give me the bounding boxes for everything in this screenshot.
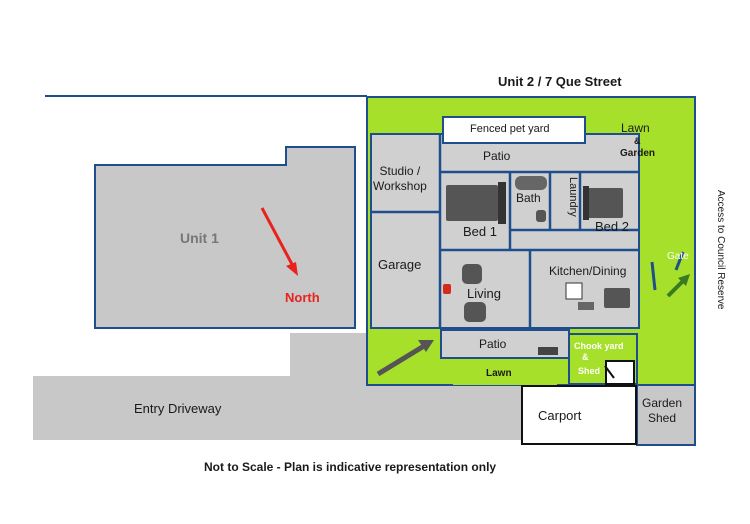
entry-driveway-label: Entry Driveway <box>134 401 222 416</box>
bed-1-label: Bed 1 <box>463 224 497 239</box>
lawn-small-label: Lawn <box>486 368 512 379</box>
patio-bottom-label: Patio <box>479 337 507 351</box>
north-label: North <box>285 290 320 305</box>
chook-yard-amp: & <box>582 352 589 362</box>
chook-yard-label: Chook yard <box>574 341 624 351</box>
kitchen-dining-label: Kitchen/Dining <box>549 264 627 278</box>
garden-shed-area <box>636 386 696 446</box>
lawn-garden-label: Lawn <box>621 121 650 135</box>
unit-1-building-top <box>285 146 356 166</box>
fenced-pet-yard <box>442 116 586 144</box>
chook-yard-sub: Shed <box>578 366 601 376</box>
lawn-garden-amp: & <box>634 136 641 146</box>
carport-label: Carport <box>538 408 582 423</box>
laundry-label: Laundry <box>567 177 579 217</box>
lawn-garden-sub: Garden <box>620 148 656 159</box>
plan-title: Unit 2 / 7 Que Street <box>498 74 622 89</box>
boundary-line <box>45 95 367 97</box>
carport <box>521 385 637 445</box>
garage-label: Garage <box>378 257 422 272</box>
footer-note: Not to Scale - Plan is indicative repres… <box>204 460 497 474</box>
unit-1-label: Unit 1 <box>180 230 219 246</box>
entry-driveway-area <box>33 376 523 440</box>
fenced-pet-yard-label: Fenced pet yard <box>470 123 550 135</box>
living-label: Living <box>467 286 501 301</box>
patio-top-label: Patio <box>483 149 511 163</box>
access-council-reserve-label: Access to Council Reserve <box>715 190 726 310</box>
studio-workshop-label: Studio / Workshop <box>373 164 427 193</box>
unit-1-building <box>94 164 356 329</box>
garden-shed-label: Garden Shed <box>642 396 683 425</box>
bed-2-label: Bed 2 <box>595 219 629 234</box>
bath-label: Bath <box>516 191 541 205</box>
gate-text: Gate <box>667 251 689 262</box>
lawn-small-area <box>453 361 557 385</box>
